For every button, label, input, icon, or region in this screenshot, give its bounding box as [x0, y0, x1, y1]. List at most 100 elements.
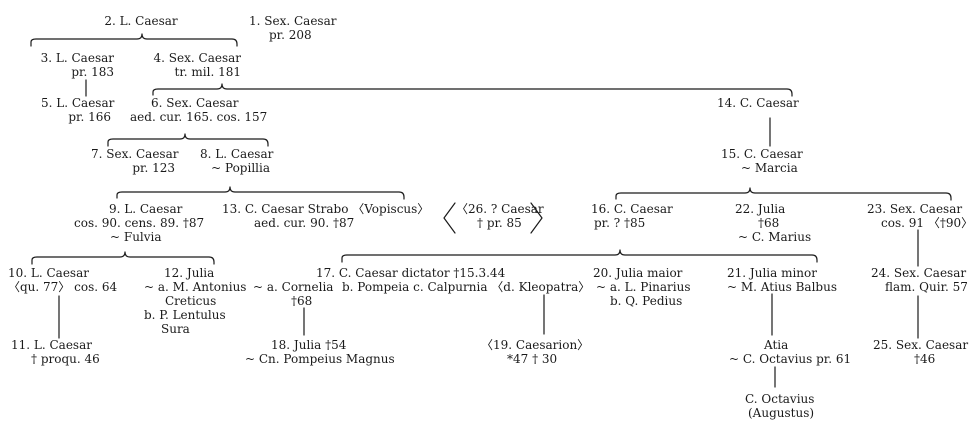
person-14-c-caesar: 14. C. Caesar	[717, 96, 799, 110]
person-1-sex-caesar: 1. Sex. Caesar pr. 208	[249, 14, 336, 42]
person-4-sex-caesar: 4. Sex. Caesar tr. mil. 181	[153, 51, 241, 79]
person-17-c-caesar-dictator: 17. C. Caesar dictator †15.3.44 b. Pompe…	[316, 266, 590, 294]
person-17-name: 17. C. Caesar dictator †15.3.44	[316, 266, 506, 280]
person-4-office: tr. mil. 181	[174, 65, 241, 79]
person-26-caesar: 〈26. ? Caesar † pr. 85	[456, 202, 544, 230]
person-17-spouses: b. Pompeia c. Calpurnia 〈d. Kleopatra〉	[342, 280, 591, 294]
person-5-l-caesar: 5. L. Caesar pr. 166	[41, 96, 115, 124]
person-11-name: 11. L. Caesar	[11, 338, 92, 352]
person-9-name: 9. L. Caesar	[109, 202, 183, 216]
person-25-death: †46	[914, 352, 936, 366]
person-24-name: 24. Sex. Caesar	[871, 266, 967, 280]
person-19-dates: *47 † 30	[507, 352, 558, 366]
cornelia-death: †68	[291, 294, 313, 308]
person-12-name: 12. Julia	[164, 266, 215, 280]
person-12-spouse-b: b. P. Lentulus	[144, 308, 226, 322]
person-18-name: 18. Julia †54	[271, 338, 347, 352]
person-19-name: 〈19. Caesarion〉	[481, 338, 590, 352]
person-6-sex-caesar: 6. Sex. Caesar aed. cur. 165. cos. 157	[130, 96, 268, 124]
augustus-title: (Augustus)	[748, 406, 815, 420]
augustus-name: C. Octavius	[745, 392, 815, 406]
person-11-office: † proqu. 46	[31, 352, 100, 366]
person-1-office: pr. 208	[269, 28, 312, 42]
person-17-spouse-cornelia: ~ a. Cornelia †68	[253, 280, 333, 308]
person-20-spouse-a: ~ a. L. Pinarius	[596, 280, 691, 294]
person-10-l-caesar: 10. L. Caesar 〈qu. 77〉 cos. 64	[8, 266, 117, 294]
person-14-name: 14. C. Caesar	[717, 96, 799, 110]
person-23-office: cos. 91 〈†90〉	[881, 216, 974, 230]
bracket-gen2	[30, 33, 238, 47]
person-5-office: pr. 166	[68, 110, 111, 124]
person-7-sex-caesar: 7. Sex. Caesar pr. 123	[91, 147, 179, 175]
person-18-julia: 18. Julia †54 ~ Cn. Pompeius Magnus	[245, 338, 395, 366]
person-18-spouse: ~ Cn. Pompeius Magnus	[245, 352, 395, 366]
bracket-gen8	[116, 186, 405, 200]
bracket-gen9	[31, 251, 215, 265]
person-22-name: 22. Julia	[735, 202, 786, 216]
person-16-name: 16. C. Caesar	[591, 202, 673, 216]
person-1-name: 1. Sex. Caesar	[249, 14, 337, 28]
person-10-name: 10. L. Caesar	[8, 266, 89, 280]
person-8-l-caesar: 8. L. Caesar ~ Popillia	[200, 147, 274, 175]
bracket-gen4	[152, 83, 793, 97]
person-26-name: 〈26. ? Caesar	[456, 202, 544, 216]
person-3-office: pr. 183	[71, 65, 114, 79]
person-5-name: 5. L. Caesar	[41, 96, 115, 110]
atia-spouse: ~ C. Octavius pr. 61	[729, 352, 852, 366]
person-19-caesarion: 〈19. Caesarion〉 *47 † 30	[481, 338, 589, 366]
bracket-gen6	[107, 133, 269, 147]
bracket-26-left	[443, 202, 456, 234]
person-7-office: pr. 123	[132, 161, 175, 175]
person-20-spouse-b: b. Q. Pedius	[610, 294, 683, 308]
person-atia: Atia ~ C. Octavius pr. 61	[729, 338, 851, 366]
atia-name: Atia	[764, 338, 789, 352]
person-15-c-caesar: 15. C. Caesar ~ Marcia	[721, 147, 803, 175]
person-24-office: flam. Quir. 57	[885, 280, 968, 294]
person-15-name: 15. C. Caesar	[721, 147, 803, 161]
person-21-spouse: ~ M. Atius Balbus	[727, 280, 837, 294]
person-21-julia-minor: 21. Julia minor ~ M. Atius Balbus	[727, 266, 837, 294]
person-6-office: aed. cur. 165. cos. 157	[130, 110, 268, 124]
person-9-spouse: ~ Fulvia	[110, 230, 162, 244]
person-3-name: 3. L. Caesar	[40, 51, 114, 65]
person-8-name: 8. L. Caesar	[200, 147, 274, 161]
person-15-spouse: ~ Marcia	[741, 161, 798, 175]
person-26-office: † pr. 85	[477, 216, 522, 230]
person-23-sex-caesar: 23. Sex. Caesar cos. 91 〈†90〉	[867, 202, 973, 230]
person-augustus: C. Octavius (Augustus)	[745, 392, 814, 420]
person-4-name: 4. Sex. Caesar	[153, 51, 241, 65]
person-25-sex-caesar: 25. Sex. Caesar †46	[873, 338, 968, 366]
person-11-l-caesar: 11. L. Caesar † proqu. 46	[11, 338, 100, 366]
person-25-name: 25. Sex. Caesar	[873, 338, 969, 352]
person-6-name: 6. Sex. Caesar	[151, 96, 239, 110]
person-2-name: 2. L. Caesar	[104, 14, 178, 28]
person-7-name: 7. Sex. Caesar	[91, 147, 179, 161]
bracket-26-right	[530, 202, 543, 234]
person-22-julia: 22. Julia †68 ~ C. Marius	[735, 202, 811, 244]
person-12-spouse-a: ~ a. M. Antonius	[144, 280, 247, 294]
person-24-sex-caesar: 24. Sex. Caesar flam. Quir. 57	[871, 266, 968, 294]
person-16-office: pr. ? †85	[594, 216, 646, 230]
bracket-gen15	[615, 187, 952, 201]
person-9-office: cos. 90. cens. 89. †87	[74, 216, 205, 230]
person-12-spouse-b-cognomen: Sura	[161, 322, 190, 336]
person-2-l-caesar: 2. L. Caesar	[103, 14, 179, 28]
person-21-name: 21. Julia minor	[727, 266, 817, 280]
person-12-spouse-a-cognomen: Creticus	[165, 294, 217, 308]
person-13-name: 13. C. Caesar Strabo 〈Vopiscus〉	[222, 202, 430, 216]
person-8-spouse: ~ Popillia	[211, 161, 270, 175]
person-22-spouse: ~ C. Marius	[738, 230, 812, 244]
person-10-office: 〈qu. 77〉 cos. 64	[8, 280, 118, 294]
person-9-l-caesar: 9. L. Caesar cos. 90. cens. 89. †87 ~ Fu…	[74, 202, 204, 244]
cornelia-name: ~ a. Cornelia	[253, 280, 334, 294]
bracket-gen16	[341, 249, 818, 263]
person-13-c-caesar-strabo: 13. C. Caesar Strabo 〈Vopiscus〉 aed. cur…	[222, 202, 429, 230]
person-23-name: 23. Sex. Caesar	[867, 202, 963, 216]
person-20-name: 20. Julia maior	[593, 266, 683, 280]
person-13-office: aed. cur. 90. †87	[254, 216, 355, 230]
person-22-death: †68	[758, 216, 780, 230]
person-3-l-caesar: 3. L. Caesar pr. 183	[40, 51, 114, 79]
person-12-julia: 12. Julia ~ a. M. Antonius Creticus b. P…	[144, 266, 247, 336]
